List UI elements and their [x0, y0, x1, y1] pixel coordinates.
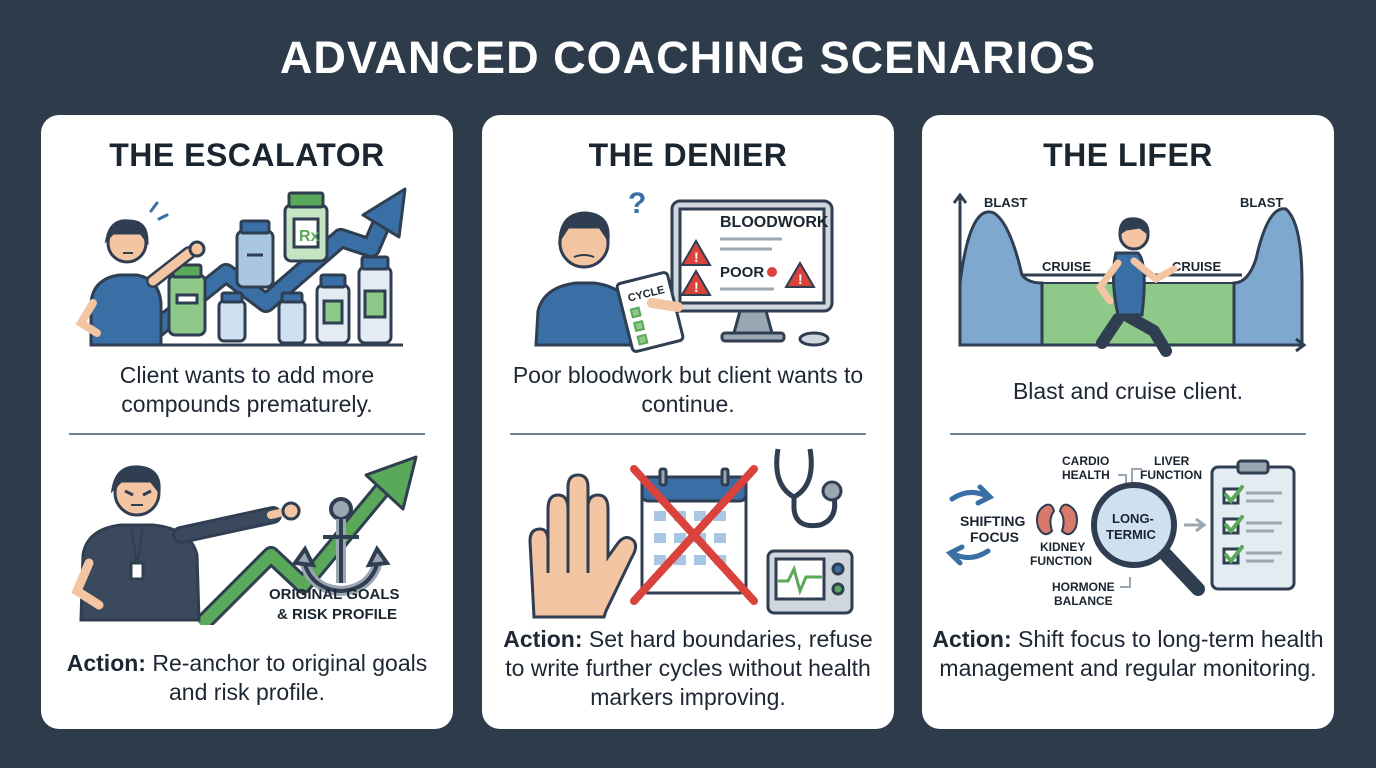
svg-text:!: ! [694, 279, 699, 295]
svg-text:LONG-: LONG- [1112, 511, 1154, 526]
divider [950, 433, 1306, 435]
svg-text:& RISK PROFILE: & RISK PROFILE [277, 606, 397, 623]
svg-text:BLAST: BLAST [1240, 195, 1283, 210]
divider [510, 433, 866, 435]
confused-person-icon [534, 211, 685, 353]
stethoscope-icon [774, 448, 843, 529]
running-person-icon [1095, 217, 1178, 357]
card-lifer: THE LIFER BLAST BLAST CRUISE CRUISE [922, 115, 1334, 729]
lifer-top-illustration: BLAST BLAST CRUISE CRUISE [952, 192, 1307, 357]
denier-bottom-illustration [528, 448, 854, 619]
card-title: THE ESCALATOR [109, 137, 385, 173]
card-denier: THE DENIER ! ! ! BLOODWORK POOR [482, 115, 894, 729]
scenario-description: Poor bloodwork but client wants to conti… [512, 362, 864, 417]
svg-text:FUNCTION: FUNCTION [1030, 554, 1092, 568]
stop-hand-icon [528, 473, 638, 619]
scenario-action: Action: Set hard boundaries, refuse to w… [503, 626, 873, 710]
svg-text:!: ! [798, 271, 803, 287]
svg-text:CRUISE: CRUISE [1172, 259, 1221, 274]
svg-text:HORMONE: HORMONE [1052, 580, 1115, 594]
card-escalator: THE ESCALATOR Rx [41, 115, 453, 729]
escalator-bottom-illustration: ORIGINAL GOALS & RISK PROFILE [71, 455, 418, 625]
svg-text:ORIGINAL GOALS: ORIGINAL GOALS [269, 586, 400, 603]
svg-text:BLOODWORK: BLOODWORK [720, 214, 829, 231]
medicine-bottle-icon [167, 263, 207, 337]
svg-text:POOR: POOR [720, 264, 764, 281]
svg-text:LIVER: LIVER [1154, 454, 1190, 468]
scenario-description: Client wants to add more compounds prema… [119, 362, 375, 417]
heart-monitor-icon [766, 549, 854, 615]
person-pointing-icon [75, 201, 206, 347]
page-title: ADVANCED COACHING SCENARIOS [279, 32, 1097, 83]
svg-text:HEALTH: HEALTH [1062, 468, 1110, 482]
svg-text:CARDIO: CARDIO [1062, 454, 1109, 468]
cycle-arrows-icon [945, 484, 995, 566]
svg-text:?: ? [628, 187, 646, 220]
svg-text:BALANCE: BALANCE [1054, 594, 1113, 608]
anchor-icon [291, 497, 391, 597]
scenario-action: Action: Re-anchor to original goals and … [66, 650, 428, 705]
svg-text:!: ! [694, 249, 699, 265]
svg-text:TERMIC: TERMIC [1106, 527, 1156, 542]
svg-text:FOCUS: FOCUS [970, 529, 1019, 545]
svg-text:BLAST: BLAST [984, 195, 1027, 210]
card-title: THE LIFER [1043, 137, 1213, 173]
denier-top-illustration: ! ! ! BLOODWORK POOR ? CYCLE [534, 187, 834, 353]
magnifier-icon [1091, 482, 1205, 596]
lifer-bottom-illustration: SHIFTING FOCUS CARDIO HEALTH LIVER FUNCT… [945, 454, 1296, 608]
divider [69, 433, 425, 435]
warning-icon [680, 239, 816, 296]
svg-text:Rx: Rx [299, 228, 320, 245]
scenario-action: Action: Shift focus to long-term health … [932, 626, 1324, 681]
svg-text:FUNCTION: FUNCTION [1140, 468, 1202, 482]
svg-text:KIDNEY: KIDNEY [1040, 540, 1085, 554]
rising-arrow-icon [144, 187, 407, 341]
scenario-description: Blast and cruise client. [1012, 378, 1244, 404]
coach-pointing-icon [71, 465, 301, 622]
svg-text:SHIFTING: SHIFTING [960, 513, 1025, 529]
kidney-icon [1036, 503, 1078, 536]
escalator-top-illustration: Rx [75, 187, 407, 347]
card-title: THE DENIER [588, 137, 788, 173]
svg-text:CRUISE: CRUISE [1042, 259, 1091, 274]
